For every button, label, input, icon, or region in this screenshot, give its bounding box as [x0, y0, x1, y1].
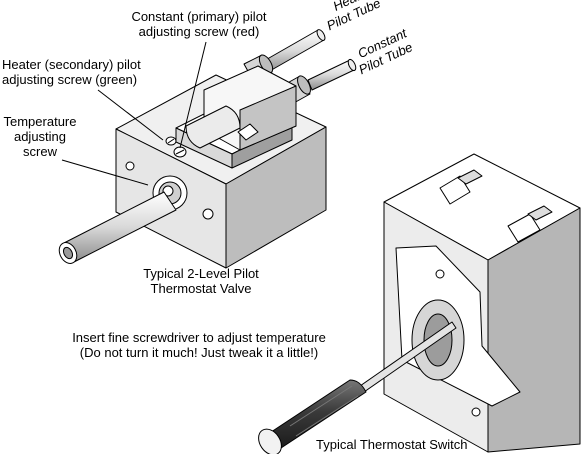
switch-terminal [507, 205, 553, 243]
constant-pilot-screw-label: Constant (primary) pilot adjusting screw… [131, 9, 267, 39]
constant-pilot-tube [307, 58, 357, 91]
pilot-housing [175, 65, 297, 169]
heater-secondary-screw-label: Heater (secondary) pilot adjusting screw… [2, 57, 141, 87]
temperature-shaft [58, 191, 177, 264]
switch-caption: Typical Thermostat Switch [316, 437, 468, 452]
valve-caption: Typical 2-Level Pilot Thermostat Valve [143, 266, 259, 296]
switch-terminal [439, 169, 483, 205]
screwdriver-icon [258, 321, 457, 454]
slotted-screw-icon [173, 146, 187, 158]
adjustment-instruction: Insert fine screwdriver to adjust temper… [72, 330, 326, 360]
leader-lines [61, 41, 207, 186]
pilot-thermostat-valve [58, 29, 357, 269]
slotted-screw-icon [165, 136, 177, 146]
thermostat-switch [383, 153, 581, 453]
temperature-screw-label: Temperature adjusting screw [3, 114, 77, 159]
